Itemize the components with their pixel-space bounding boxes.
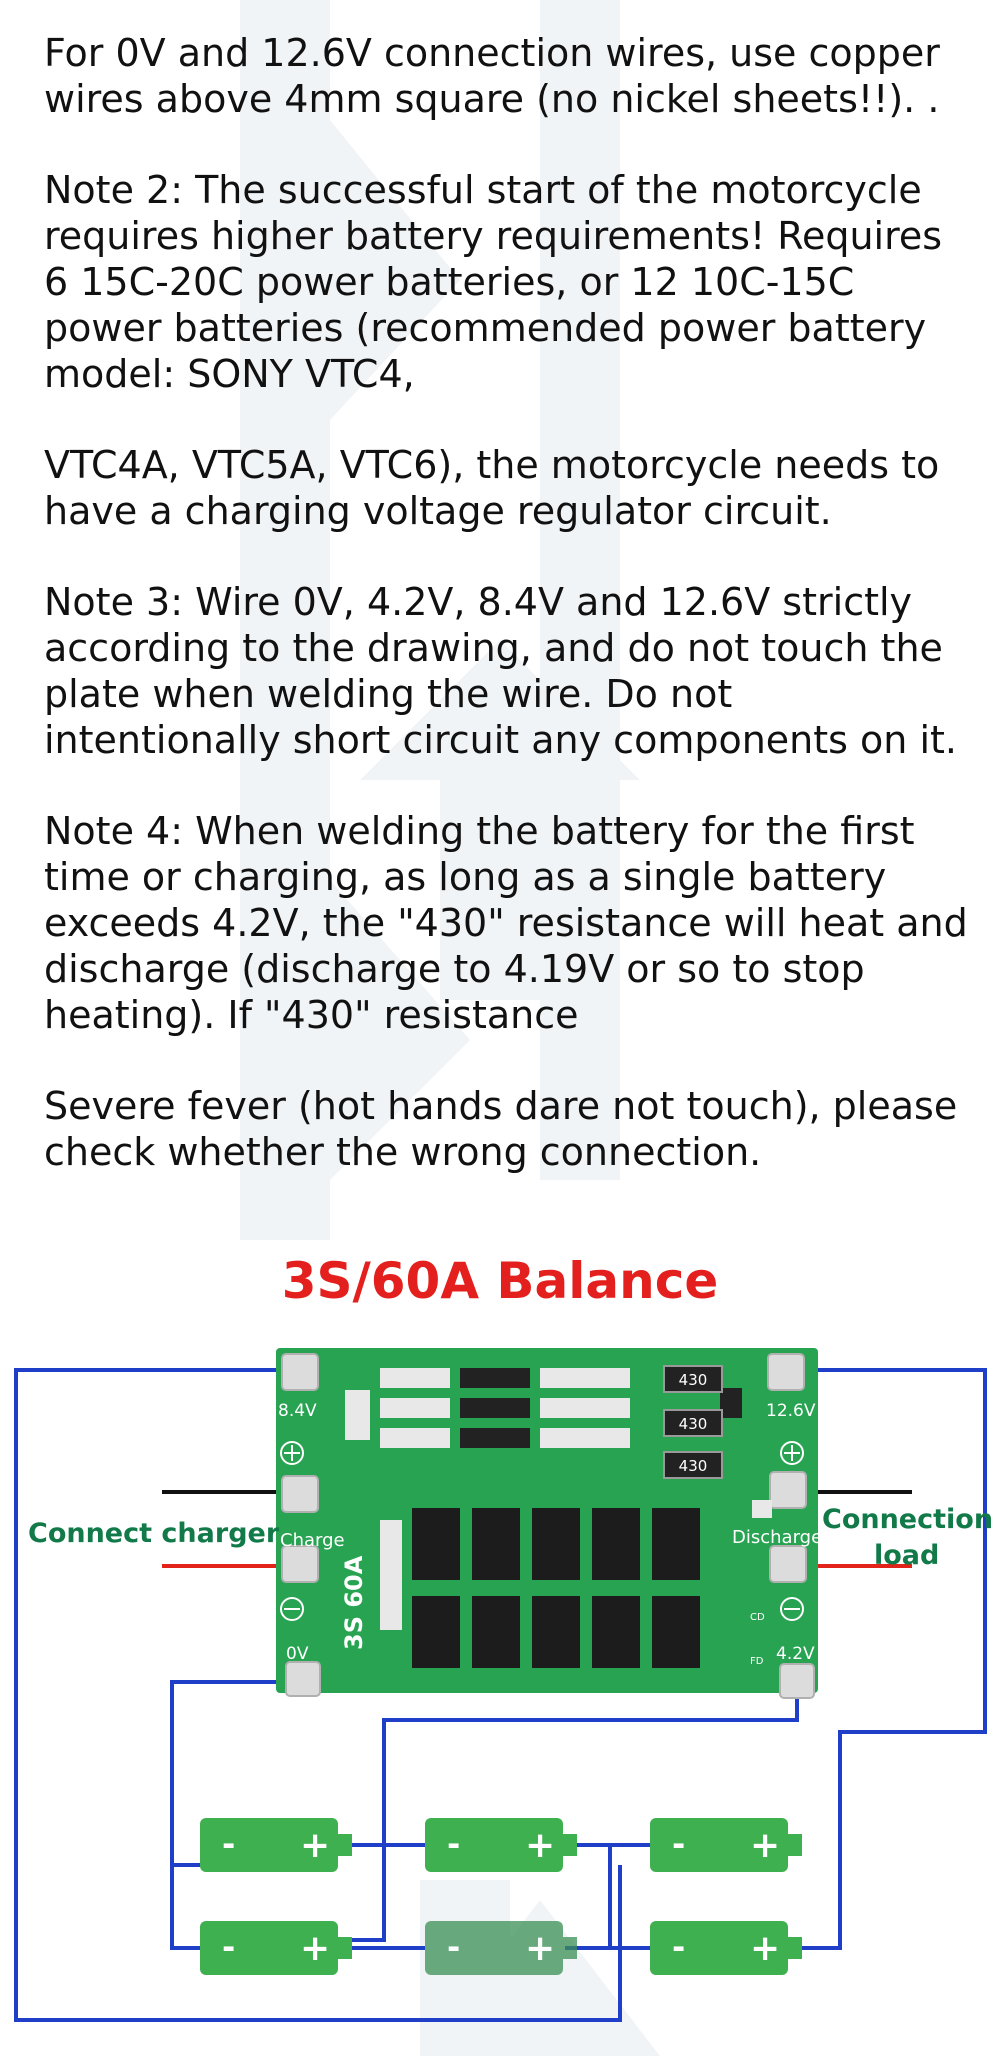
mosfets xyxy=(412,1508,700,1668)
battery-5: - + xyxy=(425,1921,577,1975)
polarity-markers xyxy=(280,1441,804,1621)
svg-text:+: + xyxy=(525,1928,555,1969)
resistor-label-1: 430 xyxy=(679,1371,708,1389)
label-12-6v: 12.6V xyxy=(766,1401,816,1421)
blue-wires xyxy=(14,1368,987,2022)
svg-text:+: + xyxy=(525,1825,555,1866)
label-8-4v: 8.4V xyxy=(278,1401,317,1421)
note-4: Note 4: When welding the battery for the… xyxy=(44,809,968,1037)
resistor-label-2: 430 xyxy=(679,1415,708,1433)
svg-text:+: + xyxy=(300,1825,330,1866)
note-2-continued: VTC4A, VTC5A, VTC6), the motorcycle need… xyxy=(44,443,940,533)
note-2: Note 2: The successful start of the moto… xyxy=(44,168,943,396)
wiring-diagram: 430 430 430 8.4V Charge 0V 12.6V Dischar… xyxy=(14,1348,993,2022)
notes-text: For 0V and 12.6V connection wires, use c… xyxy=(44,30,974,1220)
430-resistors: 430 430 430 xyxy=(663,1365,723,1479)
label-0v: 0V xyxy=(286,1644,309,1664)
diagram-title: 3S/60A Balance xyxy=(281,1252,719,1310)
svg-text:-: - xyxy=(222,1825,235,1863)
load-label: load xyxy=(874,1540,939,1571)
connection-label: Connection xyxy=(822,1504,993,1535)
svg-text:+: + xyxy=(300,1928,330,1969)
label-model: 3S 60A xyxy=(340,1555,368,1650)
bms-board: 430 430 430 8.4V Charge 0V 12.6V Dischar… xyxy=(276,1348,822,1699)
label-4-2v: 4.2V xyxy=(776,1644,815,1664)
battery-pack: - + - + - + - + - + - + xyxy=(200,1818,802,1975)
battery-2: - + xyxy=(425,1818,577,1872)
svg-text:-: - xyxy=(447,1928,460,1966)
svg-text:+: + xyxy=(750,1825,780,1866)
connect-charger-label: Connect charger xyxy=(28,1518,280,1549)
svg-text:-: - xyxy=(447,1825,460,1863)
resistor-label-3: 430 xyxy=(679,1457,708,1475)
svg-text:-: - xyxy=(672,1825,685,1863)
label-discharge: Discharge xyxy=(732,1527,822,1548)
smd-components xyxy=(345,1368,772,1630)
battery-1: - + xyxy=(200,1818,352,1872)
label-cd: CD xyxy=(750,1612,765,1623)
note-3: Note 3: Wire 0V, 4.2V, 8.4V and 12.6V st… xyxy=(44,580,957,762)
svg-text:-: - xyxy=(222,1928,235,1966)
battery-6: - + xyxy=(650,1921,802,1975)
svg-text:+: + xyxy=(750,1928,780,1969)
note-wire-gauge: For 0V and 12.6V connection wires, use c… xyxy=(44,31,940,121)
solder-pads xyxy=(281,1353,815,1699)
battery-4: - + xyxy=(200,1921,352,1975)
battery-3: - + xyxy=(650,1818,802,1872)
label-fd: FD xyxy=(750,1656,764,1667)
label-charge: Charge xyxy=(280,1530,345,1551)
svg-text:-: - xyxy=(672,1928,685,1966)
note-4-continued: Severe fever (hot hands dare not touch),… xyxy=(44,1084,958,1174)
